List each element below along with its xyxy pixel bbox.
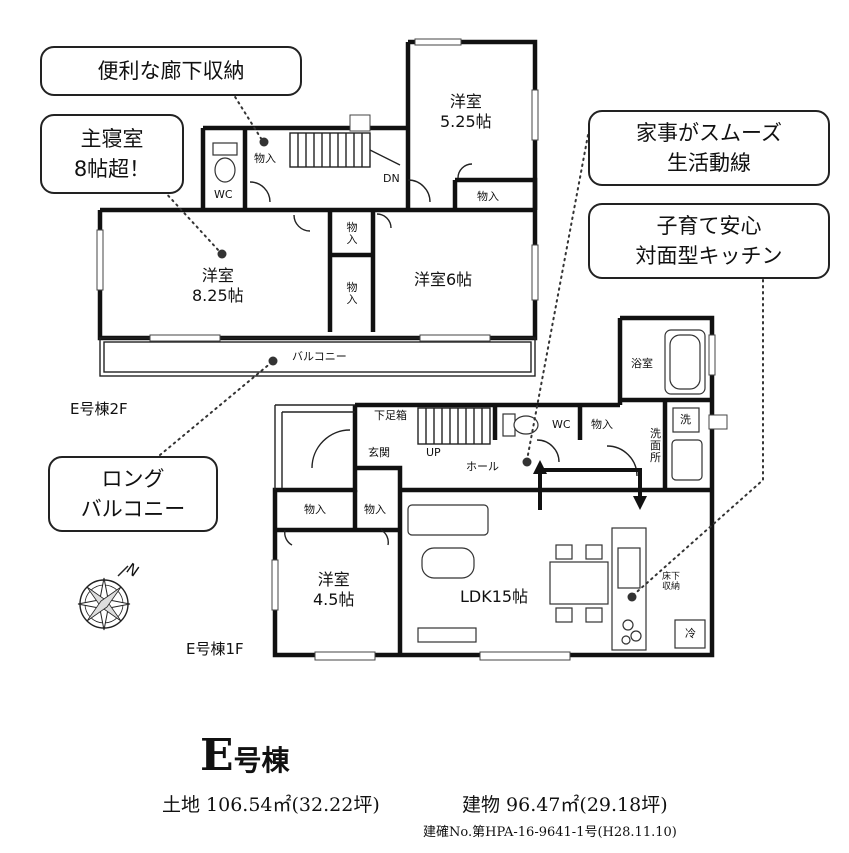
storage-1f-left: 物入 <box>304 503 326 516</box>
fridge-label: 冷 <box>685 627 696 640</box>
ldk-furniture <box>407 504 609 643</box>
room-size: 5.25帖 <box>440 112 492 131</box>
balcony-rail <box>103 341 532 373</box>
storage-2f-top: 物入 <box>477 190 499 203</box>
storage-2f-corridor: 物入 <box>254 152 276 165</box>
bathtub <box>664 329 706 395</box>
room-size: 4.5帖 <box>313 590 355 609</box>
underfloor-storage: 床下 収納 <box>662 572 680 592</box>
callout-housework: 家事がスムーズ 生活動線 <box>588 110 830 186</box>
windows-2f <box>96 38 539 342</box>
callout-text: 便利な廊下収納 <box>97 59 245 83</box>
callout-kitchen: 子育て安心 対面型キッチン <box>588 203 830 279</box>
wc-2f: WC <box>214 188 233 201</box>
stairs-1f <box>417 407 491 445</box>
fridge-space <box>674 619 706 649</box>
room-2f-west-6: 洋室6帖 <box>414 270 473 289</box>
callout-leaders <box>151 91 764 599</box>
wash-char-1: 洗 <box>650 427 661 440</box>
room-bath: 浴室 <box>631 357 653 370</box>
floor1-walls <box>272 315 715 658</box>
room-name: 洋室 <box>201 266 234 285</box>
kitchen-counter <box>611 527 647 651</box>
windows-1f <box>271 334 728 661</box>
callout-corridor-storage: 便利な廊下収納 <box>40 46 302 96</box>
callout-balcony: ロング バルコニー <box>48 456 218 532</box>
stairs-up: UP <box>426 446 441 459</box>
floor-label-1f: E号棟1F <box>186 640 244 658</box>
stairs-2f <box>289 132 401 168</box>
room-ldk: LDK15帖 <box>460 587 529 606</box>
wc-1f: WC <box>552 418 571 431</box>
shoe-cabinet: 下足箱 <box>374 409 407 422</box>
toilet-2f <box>212 142 238 183</box>
room-hall: ホール <box>466 460 499 473</box>
storage-1f-right: 物入 <box>364 503 386 516</box>
building-title: E号棟 <box>200 730 290 781</box>
storage-2f-mid2: 物入 <box>346 281 358 306</box>
storage-2f-mid1: 物入 <box>346 221 358 246</box>
title-rest: 号棟 <box>233 744 290 777</box>
floor-label-2f: E号棟2F <box>70 400 128 418</box>
land-area: 土地 106.54㎡(32.22坪) <box>162 794 380 816</box>
door-swings-2f <box>249 163 473 232</box>
permit-number: 建確No.第HPA-16-9641-1号(H28.11.10) <box>423 825 677 840</box>
room-2f-west-large: 洋室 8.25帖 <box>192 266 244 306</box>
room-size: 8.25帖 <box>192 286 244 305</box>
room-entrance: 玄関 <box>368 446 390 459</box>
callout-text-1: 主寝室 <box>80 127 144 151</box>
washer <box>672 407 700 433</box>
floor-storage-2: 収納 <box>662 582 681 592</box>
washer-mark: 洗 <box>680 413 691 426</box>
room-name: 洋室 <box>317 570 350 589</box>
callout-master-bedroom: 主寝室 8帖超！ <box>40 114 184 194</box>
porch <box>274 404 355 490</box>
room-washroom: 洗 面 所 <box>650 428 661 464</box>
callout-text-1: ロング <box>101 467 165 491</box>
callout-text-1: 家事がスムーズ <box>636 121 782 145</box>
callout-text-2: バルコニー <box>80 497 186 521</box>
room-name: 洋室 <box>449 92 482 111</box>
washbasin <box>671 439 703 481</box>
callout-dots <box>217 137 637 602</box>
room-1f-west-45: 洋室 4.5帖 <box>313 570 354 610</box>
flow-arrows <box>533 460 647 510</box>
room-2f-west-top: 洋室 5.25帖 <box>440 92 492 132</box>
callout-text-2: 対面型キッチン <box>635 244 783 268</box>
callout-text-2: 8帖超！ <box>73 157 151 181</box>
compass-icon <box>77 565 131 631</box>
stairs-dn: DN <box>383 172 400 185</box>
building-area: 建物 96.47㎡(29.18坪) <box>462 794 668 816</box>
balcony-2f <box>99 337 536 377</box>
floor-storage-1: 床下 <box>662 572 681 582</box>
storage-1f-wc: 物入 <box>591 418 613 431</box>
wash-char-3: 所 <box>650 451 661 464</box>
callout-text-2: 生活動線 <box>667 151 751 175</box>
wash-char-2: 面 <box>650 439 661 452</box>
callout-text-1: 子育て安心 <box>656 214 762 238</box>
title-letter: E <box>200 730 234 781</box>
balcony-label: バルコニー <box>292 350 347 363</box>
